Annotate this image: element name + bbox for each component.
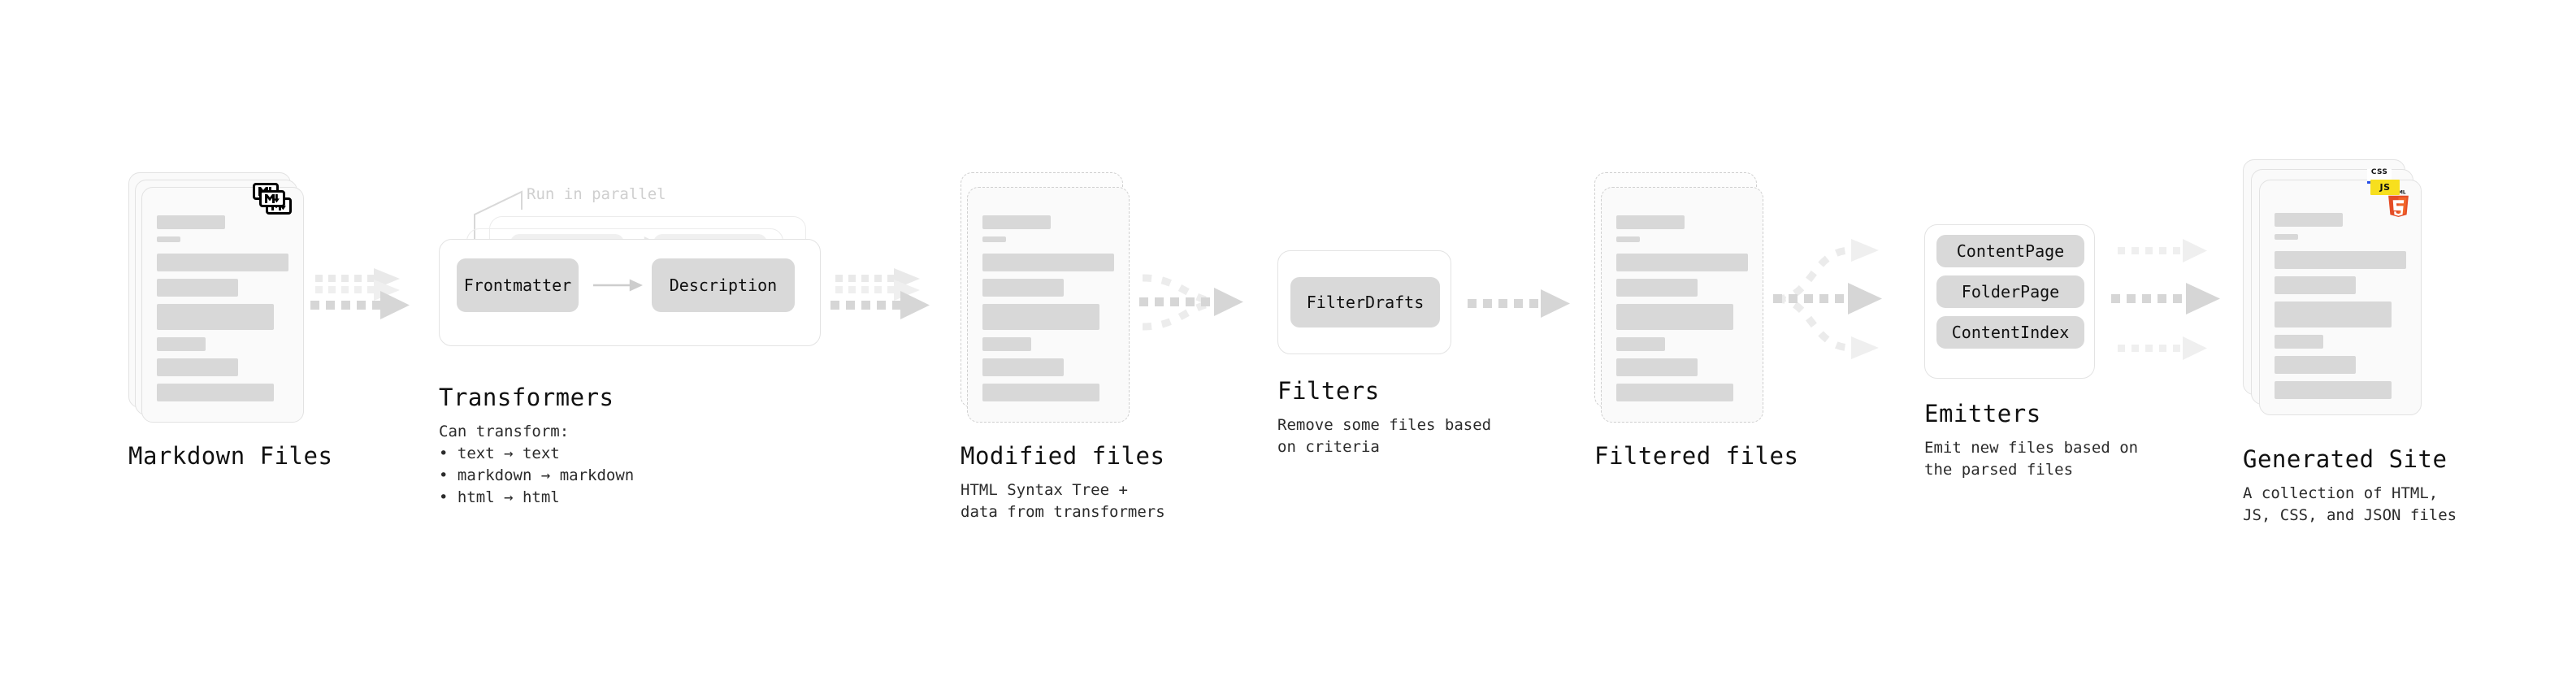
- parallel-leader-line: [474, 190, 523, 239]
- emitter-chip-label: ContentPage: [1956, 241, 2065, 261]
- transformer-chip-frontmatter[interactable]: Frontmatter: [457, 258, 579, 312]
- stage-desc-transformers: Can transform: • text → text • markdown …: [439, 423, 635, 506]
- emitter-chip-folderpage[interactable]: FolderPage: [1936, 275, 2084, 308]
- modified-file-stack: [961, 172, 1136, 423]
- arrow-filters-to-filtered: [1468, 289, 1570, 318]
- emitter-chip-contentpage[interactable]: ContentPage: [1936, 235, 2084, 267]
- css-badge-text: CSS: [2370, 168, 2388, 176]
- filter-chip-filterdrafts[interactable]: FilterDrafts: [1290, 277, 1440, 327]
- modified-file-card: [967, 187, 1130, 423]
- markdown-file-stack: [128, 172, 304, 423]
- stage-desc-emitters: Emit new files based on the parsed files: [1924, 439, 2139, 479]
- placeholder-lines: [982, 215, 1114, 409]
- js-badge-icon: JS: [2370, 180, 2400, 195]
- transformers-stack: Run in parallel Frontmatter: [439, 185, 821, 351]
- generated-site-card: HTML: [2259, 180, 2422, 415]
- stage-title-filtered-files: Filtered files: [1594, 442, 1799, 470]
- emitter-chip-label: FolderPage: [1961, 282, 2060, 301]
- arrow-filtered-to-emitters: [1773, 239, 1882, 359]
- stage-title-generated-site: Generated Site: [2243, 445, 2448, 473]
- placeholder-lines: [1616, 215, 1748, 409]
- arrow-markdown-to-transformers: [310, 268, 410, 319]
- transformer-chip-label: Description: [669, 275, 778, 295]
- arrow-emitters-to-site: [2111, 239, 2220, 360]
- placeholder-lines: [2275, 213, 2406, 406]
- transformer-chip-label: Frontmatter: [463, 275, 572, 295]
- stage-title-modified-files: Modified files: [961, 442, 1165, 470]
- generated-site-stack: CSS JS HTML: [2243, 159, 2428, 427]
- filter-chip-label: FilterDrafts: [1306, 293, 1425, 312]
- stage-filters: FilterDrafts Filters Remove some files b…: [1277, 250, 1491, 458]
- stage-title-filters: Filters: [1277, 377, 1380, 405]
- stage-filtered-files: Filtered files: [1594, 172, 1798, 470]
- filters-box: FilterDrafts: [1277, 250, 1451, 354]
- stage-title-markdown-files: Markdown Files: [128, 442, 333, 470]
- emitter-chip-label: ContentIndex: [1951, 323, 2070, 342]
- stage-desc-generated-site: A collection of HTML, JS, CSS, and JSON …: [2243, 484, 2457, 524]
- stage-modified-files: Modified files HTML Syntax Tree + data f…: [961, 172, 1165, 523]
- arrow-transformers-to-modified: [830, 268, 930, 319]
- emitters-box: ContentPage FolderPage ContentIndex: [1924, 224, 2095, 379]
- stage-transformers: Run in parallel Frontmatter: [439, 185, 821, 509]
- arrow-modified-to-filters: [1139, 274, 1243, 331]
- run-in-parallel-label: Run in parallel: [527, 185, 666, 203]
- transformer-inner-arrow: [593, 279, 644, 292]
- stage-emitters: ContentPage FolderPage ContentIndex Emit…: [1924, 224, 2138, 481]
- transformer-chip-description[interactable]: Description: [652, 258, 795, 312]
- filtered-file-card: [1601, 187, 1763, 423]
- stage-title-transformers: Transformers: [439, 384, 614, 411]
- stage-desc-modified-files: HTML Syntax Tree + data from transformer…: [961, 481, 1165, 521]
- js-badge-text: JS: [2379, 182, 2391, 193]
- emitter-chip-contentindex[interactable]: ContentIndex: [1936, 316, 2084, 349]
- stage-markdown-files: Markdown Files: [128, 172, 332, 470]
- stage-title-emitters: Emitters: [1924, 400, 2041, 427]
- stage-desc-filters: Remove some files based on criteria: [1277, 416, 1492, 456]
- placeholder-lines: [157, 215, 288, 409]
- stage-generated-site: CSS JS HTML: [2243, 159, 2457, 527]
- markdown-file-card: [141, 187, 304, 423]
- filtered-file-stack: [1594, 172, 1770, 423]
- markdown-icon: [259, 190, 285, 207]
